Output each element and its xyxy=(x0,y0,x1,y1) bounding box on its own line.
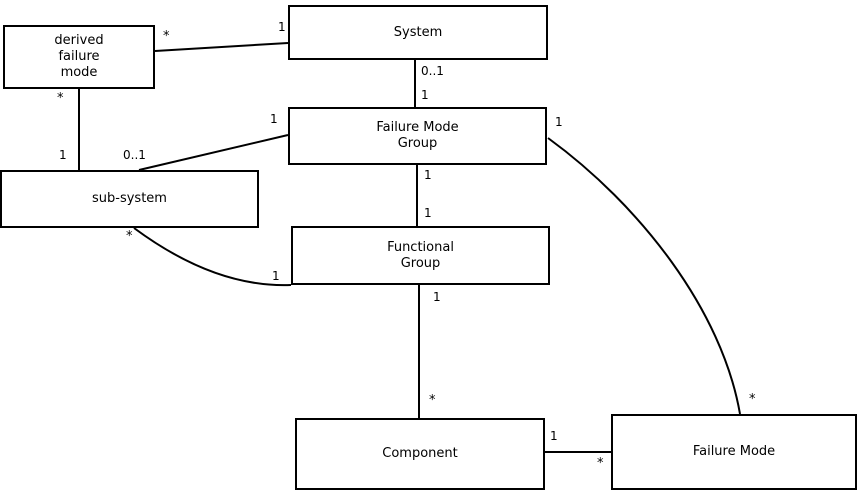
multiplicity-m-sub-to-fmg-far: 1 xyxy=(270,112,278,126)
multiplicity-m-derived-to-sub-far: 1 xyxy=(59,148,67,162)
multiplicity-m-fg-to-comp-far: * xyxy=(429,393,436,408)
class-box-component[interactable]: Component xyxy=(295,418,545,490)
multiplicity-m-sub-to-fg-far: 1 xyxy=(272,269,280,283)
multiplicity-m-fmg-to-fm-near: 1 xyxy=(555,115,563,129)
multiplicity-m-fmg-to-fg-near: 1 xyxy=(424,168,432,182)
multiplicity-m-derived-to-system-far: 1 xyxy=(278,20,286,34)
connector-failure-mode-group-to-failure-mode xyxy=(547,137,741,415)
class-box-system[interactable]: System xyxy=(288,5,548,60)
class-box-failure-mode-group[interactable]: Failure Mode Group xyxy=(288,107,547,165)
multiplicity-m-sub-to-fg-near: * xyxy=(126,229,133,244)
class-box-label-component: Component xyxy=(382,446,458,461)
connector-subsystem-to-functional-group xyxy=(133,227,292,287)
class-box-label-derived-failure-mode: derived failure mode xyxy=(54,33,104,80)
class-box-sub-system[interactable]: sub-system xyxy=(0,170,259,228)
multiplicity-m-derived-to-sub-near: * xyxy=(57,91,64,106)
connector-subsystem-to-failure-mode-group xyxy=(138,134,289,171)
multiplicity-m-comp-to-fm-near: 1 xyxy=(550,429,558,443)
class-box-label-system: System xyxy=(393,24,443,40)
class-box-label-sub-system: sub-system xyxy=(92,191,167,206)
class-box-label-failure-mode-group: Failure Mode Group xyxy=(376,120,459,151)
multiplicity-m-fmg-to-fg-far: 1 xyxy=(424,206,432,220)
multiplicity-m-system-to-fmg-far: 1 xyxy=(421,88,429,102)
class-box-derived-failure-mode[interactable]: derived failure mode xyxy=(3,25,155,89)
multiplicity-m-sub-to-fmg-near: 0..1 xyxy=(123,148,146,162)
multiplicity-m-fmg-to-fm-far: * xyxy=(749,392,756,407)
multiplicity-m-fg-to-comp-near: 1 xyxy=(433,290,441,304)
multiplicity-m-comp-to-fm-far: * xyxy=(597,456,604,471)
connector-group xyxy=(78,42,741,453)
class-box-label-functional-group: Functional Group xyxy=(387,239,454,271)
class-box-failure-mode[interactable]: Failure Mode xyxy=(611,414,857,490)
multiplicity-m-derived-to-system-near: * xyxy=(163,29,170,44)
multiplicity-m-system-to-fmg-near: 0..1 xyxy=(421,64,444,78)
class-box-functional-group[interactable]: Functional Group xyxy=(291,226,550,285)
class-box-label-failure-mode: Failure Mode xyxy=(692,444,776,459)
connector-derived-to-system xyxy=(154,42,289,52)
